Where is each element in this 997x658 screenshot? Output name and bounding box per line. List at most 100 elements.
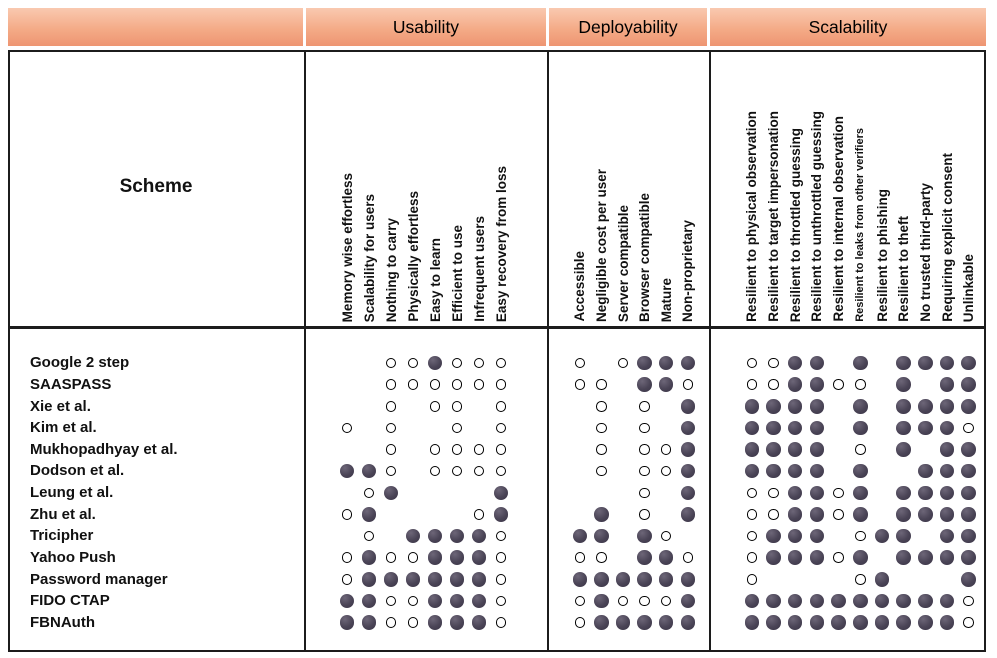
empty-circle-icon <box>473 357 485 369</box>
mark-cell <box>936 504 958 526</box>
empty-circle-icon <box>768 509 779 520</box>
mark-cell <box>677 612 699 634</box>
mark-cell <box>741 352 763 374</box>
mark-cell <box>446 590 468 612</box>
empty-circle-icon <box>746 487 758 499</box>
mark-cell <box>336 439 358 461</box>
mark-cell <box>958 482 980 504</box>
filled-circle-icon <box>744 615 760 630</box>
mark-cell <box>828 569 850 591</box>
mark-cell <box>958 374 980 396</box>
mark-cell <box>849 482 871 504</box>
scheme-name: SAASPASS <box>30 375 112 393</box>
filled-circle-icon <box>853 615 868 630</box>
mark-cell <box>893 374 915 396</box>
filled-circle-icon <box>658 572 674 587</box>
filled-circle-icon <box>744 442 760 457</box>
filled-circle-icon <box>896 377 911 392</box>
filled-circle-icon <box>744 593 760 609</box>
scalability-cells <box>741 352 980 374</box>
filled-circle-icon <box>896 420 911 436</box>
filled-circle-icon <box>896 507 911 522</box>
scheme-name: Yahoo Push <box>30 548 116 566</box>
empty-circle-icon <box>495 465 507 477</box>
criterion-label: Negligible cost per user <box>593 168 609 322</box>
mark-cell <box>446 439 468 461</box>
mark-cell <box>446 417 468 439</box>
mark-cell <box>446 396 468 418</box>
criterion-label: Easy recovery from loss <box>493 165 509 322</box>
criterion-label: Physically effortless <box>405 191 421 322</box>
mark-cell <box>936 525 958 547</box>
mark-cell <box>915 417 937 439</box>
empty-circle-icon <box>639 444 650 455</box>
table-row: Password manager <box>0 569 997 591</box>
mark-cell <box>763 439 785 461</box>
mark-cell <box>468 590 490 612</box>
filled-circle-icon <box>493 507 509 522</box>
filled-circle-icon <box>766 463 781 479</box>
filled-circle-icon <box>831 593 846 609</box>
filled-circle-icon <box>961 528 976 544</box>
mark-cell <box>612 482 634 504</box>
deployability-cells <box>569 374 699 396</box>
mark-cell <box>849 396 871 418</box>
filled-circle-icon <box>637 355 652 371</box>
mark-cell <box>936 569 958 591</box>
mark-cell <box>958 612 980 634</box>
filled-circle-icon <box>961 507 976 522</box>
mark-cell <box>763 396 785 418</box>
filled-circle-icon <box>361 463 377 479</box>
filled-circle-icon <box>809 550 825 565</box>
mark-cell <box>677 590 699 612</box>
mark-cell <box>871 525 893 547</box>
usability-cells <box>336 612 512 634</box>
mark-cell <box>915 590 937 612</box>
mark-cell <box>380 590 402 612</box>
mark-cell <box>490 439 512 461</box>
mark-cell <box>958 352 980 374</box>
mark-cell <box>358 525 380 547</box>
mark-cell <box>612 352 634 374</box>
mark-cell <box>358 482 380 504</box>
filled-circle-icon <box>449 593 465 609</box>
deployability-cells <box>569 569 699 591</box>
empty-circle-icon <box>363 530 375 542</box>
mark-cell <box>806 547 828 569</box>
mark-cell <box>380 525 402 547</box>
filled-circle-icon <box>896 528 911 544</box>
empty-circle-icon <box>855 530 866 542</box>
mark-cell <box>936 460 958 482</box>
mark-cell <box>871 569 893 591</box>
mark-cell <box>380 439 402 461</box>
filled-circle-icon <box>787 507 803 522</box>
filled-circle-icon <box>637 377 652 392</box>
scheme-name: Password manager <box>30 570 168 588</box>
filled-circle-icon <box>787 593 803 609</box>
criterion-label: Resilient to unthrottled guessing <box>809 111 825 322</box>
mark-cell <box>806 482 828 504</box>
mark-cell <box>468 352 490 374</box>
mark-cell <box>336 547 358 569</box>
filled-circle-icon <box>361 593 377 609</box>
mark-cell <box>849 612 871 634</box>
mark-cell <box>569 460 591 482</box>
mark-cell <box>634 460 656 482</box>
usability-cells <box>336 547 512 569</box>
deployability-cells <box>569 590 699 612</box>
mark-cell <box>446 547 468 569</box>
deployability-cells <box>569 504 699 526</box>
mark-cell <box>893 547 915 569</box>
filled-circle-icon <box>896 442 911 457</box>
deployability-cells <box>569 396 699 418</box>
mark-cell <box>446 352 468 374</box>
criterion-label: Non-proprietary <box>680 219 696 322</box>
filled-circle-icon <box>680 507 696 522</box>
mark-cell <box>849 525 871 547</box>
mark-cell <box>591 525 613 547</box>
mark-cell <box>677 439 699 461</box>
filled-circle-icon <box>853 593 868 609</box>
criterion-label: Server compatible <box>615 204 631 322</box>
scalability-cells <box>741 460 980 482</box>
